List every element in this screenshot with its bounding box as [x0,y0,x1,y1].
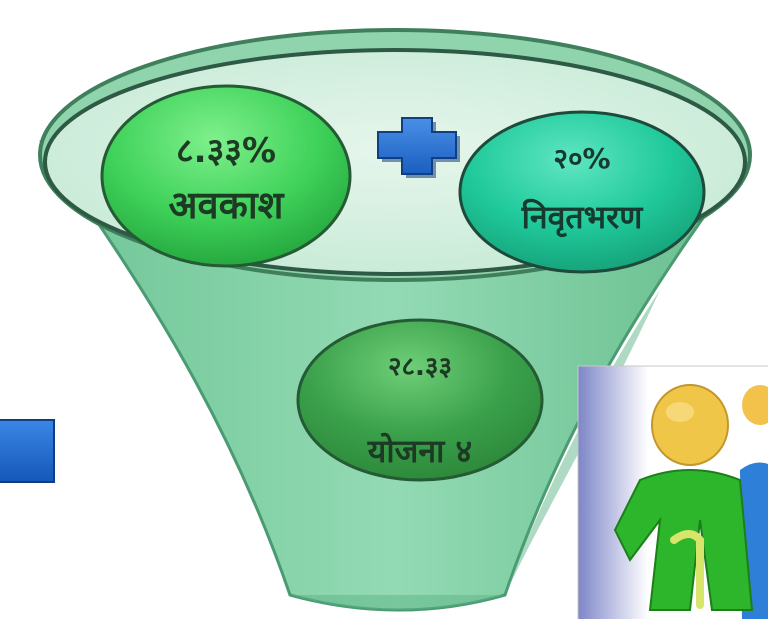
left-circle: ८.३३% अवकाश [100,84,352,268]
result-circle: २८.३३ योजना ४ [296,318,544,482]
left-circle-value: ८.३३% [176,131,276,171]
right-circle-value: २०% [553,142,610,175]
left-circle-label: अवकाश [168,183,284,227]
blue-square [0,419,55,483]
elderly-people-icon [577,365,768,619]
right-circle-label: निवृतभरण [521,198,645,238]
plus-icon [377,117,460,178]
result-circle-label: योजना ४ [367,432,472,470]
result-circle-value: २८.३३ [388,352,452,382]
right-circle: २०% निवृतभरण [458,110,706,274]
